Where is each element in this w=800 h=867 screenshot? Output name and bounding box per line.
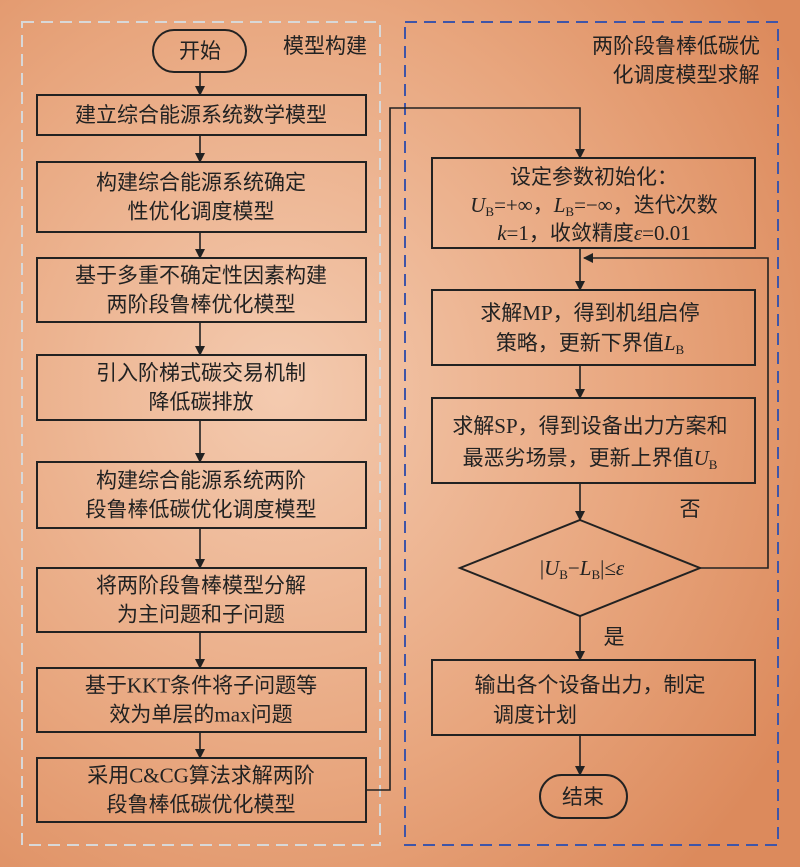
right-panel-title-line1: 两阶段鲁棒低碳优: [592, 34, 760, 58]
sp-line1: 求解SP，得到设备出力方案和: [452, 414, 727, 438]
left-step-text: 为主问题和子问题: [117, 603, 285, 627]
left-step-text: 段鲁棒低碳优化模型: [107, 793, 296, 817]
sp-box: [431, 397, 756, 484]
init-line3: k=1，收敛精度ε=0.01: [497, 221, 691, 245]
left-step-text: 段鲁棒低碳优化调度模型: [86, 498, 317, 522]
left-step-text: 构建综合能源系统确定: [96, 171, 306, 195]
sp-line2: 最恶劣场景，更新上界值UB: [463, 446, 718, 472]
decision-label: |UB−LB|≤ε: [540, 556, 625, 582]
end-terminal: [539, 774, 628, 819]
init-box: [431, 157, 756, 249]
connector-to-solver: [366, 107, 585, 791]
yes-label: 是: [604, 625, 625, 649]
left-step-text: 两阶段鲁棒优化模型: [107, 293, 296, 317]
left-step-text: 降低碳排放: [149, 390, 254, 414]
left-steps: 建立综合能源系统数学模型构建综合能源系统确定性优化调度模型基于多重不确定性因素构…: [36, 94, 367, 823]
mp-box: [431, 289, 756, 366]
mp-line1: 求解MP，得到机组启停: [480, 301, 699, 325]
left-step-text: 将两阶段鲁棒模型分解: [96, 574, 306, 598]
left-panel-title: 模型构建: [283, 34, 367, 58]
left-step-text: 性优化调度模型: [128, 200, 275, 224]
output-line2: 调度计划: [493, 703, 577, 727]
left-step-text: 引入阶梯式碳交易机制: [96, 361, 306, 385]
mp-line2: 策略，更新下界值LB: [496, 331, 685, 357]
right-panel-border: [404, 21, 779, 846]
left-step-text: 基于KKT条件将子问题等: [85, 674, 317, 698]
end-label: 结束: [562, 785, 604, 809]
left-step-text: 建立综合能源系统数学模型: [75, 103, 327, 127]
left-step-text: 效为单层的max问题: [109, 703, 292, 727]
left-step-text: 基于多重不确定性因素构建: [75, 264, 327, 288]
no-label: 否: [680, 497, 701, 521]
init-line1: 设定参数初始化：: [510, 165, 678, 189]
right-panel-title-line2: 化调度模型求解: [613, 63, 760, 87]
output-box: [431, 659, 756, 736]
loop-back-arrow: [583, 253, 769, 569]
init-line2: UB=+∞，LB=−∞，迭代次数: [470, 193, 718, 219]
output-line1: 输出各个设备出力，制定: [475, 673, 706, 697]
left-panel-border: [21, 21, 381, 846]
left-step-text: 构建综合能源系统两阶: [96, 469, 306, 493]
start-label: 开始: [179, 39, 221, 63]
left-step-text: 采用C&CG算法求解两阶: [87, 764, 315, 788]
